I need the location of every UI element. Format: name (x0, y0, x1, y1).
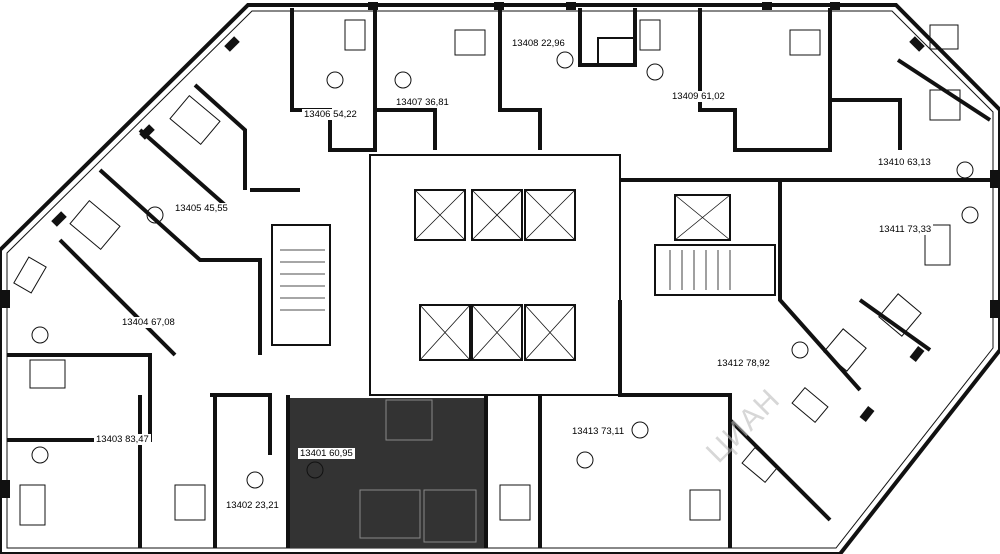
stair-left (271, 224, 331, 346)
unit-area: 73,33 (907, 224, 932, 235)
elevator-6 (524, 304, 576, 361)
unit-area: 63,13 (907, 157, 931, 168)
unit-area: 73,11 (601, 426, 625, 437)
unit-id: 13410 (878, 157, 905, 168)
unit-13401-selected-area[interactable] (288, 398, 486, 548)
unit-id: 13405 (175, 203, 202, 214)
unit-id: 13411 (879, 224, 905, 235)
unit-id: 13413 (572, 426, 599, 437)
elevator-5 (471, 304, 523, 361)
unit-label-13413[interactable]: 13413 73,11 (570, 426, 627, 437)
unit-label-13411[interactable]: 13411 73,33 (877, 224, 934, 235)
unit-label-13401[interactable]: 13401 60,95 (298, 448, 355, 459)
unit-label-13408[interactable]: 13408 22,96 (510, 38, 567, 49)
unit-id: 13402 (226, 500, 253, 511)
elevator-2 (471, 189, 523, 241)
unit-13401-bed (423, 489, 477, 543)
unit-area: 54,22 (333, 109, 357, 120)
building-outline (0, 3, 1000, 554)
unit-id: 13401 (300, 448, 327, 459)
unit-area: 67,08 (151, 317, 175, 328)
unit-label-13405[interactable]: 13405 45,55 (173, 203, 230, 214)
unit-id: 13403 (96, 434, 123, 445)
unit-id: 13412 (717, 358, 744, 369)
unit-area: 61,02 (701, 91, 725, 102)
unit-area: 36,81 (425, 97, 449, 108)
unit-id: 13409 (672, 91, 699, 102)
unit-label-13404[interactable]: 13404 67,08 (120, 317, 177, 328)
unit-label-13412[interactable]: 13412 78,92 (715, 358, 772, 369)
unit-area: 83,47 (125, 434, 149, 445)
unit-label-13409[interactable]: 13409 61,02 (670, 91, 727, 102)
unit-label-13410[interactable]: 13410 63,13 (876, 157, 933, 168)
unit-area: 23,21 (255, 500, 279, 511)
unit-id: 13404 (122, 317, 149, 328)
unit-area: 78,92 (746, 358, 770, 369)
elevator-7 (674, 194, 731, 241)
elevator-1 (414, 189, 466, 241)
unit-label-13407[interactable]: 13407 36,81 (394, 97, 451, 108)
unit-label-13403[interactable]: 13403 83,47 (94, 434, 151, 445)
core-outline (369, 154, 621, 396)
unit-id: 13408 (512, 38, 539, 49)
partition-walls (7, 8, 992, 548)
unit-id: 13406 (304, 109, 331, 120)
unit-13401-bathroom (385, 399, 433, 441)
stair-right (654, 244, 776, 296)
unit-id: 13407 (396, 97, 423, 108)
elevator-8 (597, 37, 635, 67)
unit-13401-inner-wall (359, 489, 421, 539)
elevator-4 (419, 304, 471, 361)
unit-area: 45,55 (204, 203, 228, 214)
unit-label-13402[interactable]: 13402 23,21 (224, 500, 281, 511)
furniture (13, 19, 979, 526)
unit-area: 22,96 (541, 38, 565, 49)
window-mullions (2, 2, 998, 498)
unit-area: 60,95 (329, 448, 353, 459)
unit-label-13406[interactable]: 13406 54,22 (302, 109, 359, 120)
elevator-3 (524, 189, 576, 241)
